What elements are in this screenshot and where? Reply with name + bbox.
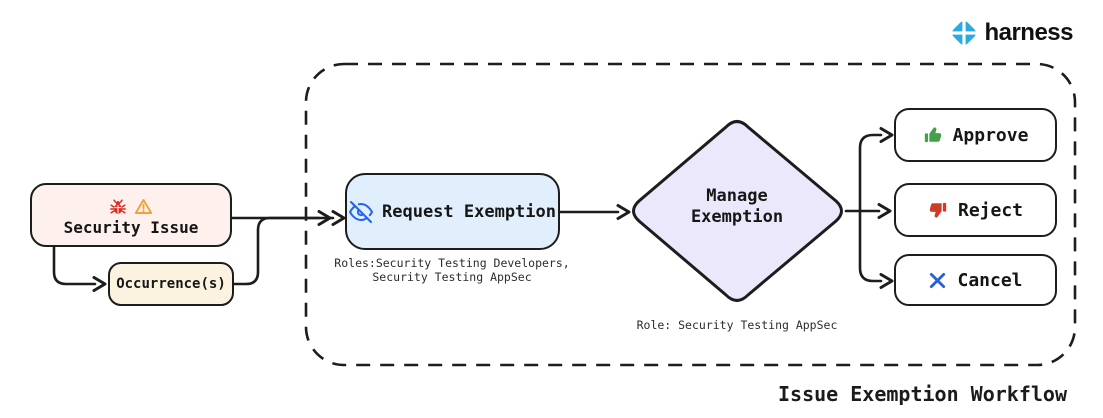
manage-role-caption: Role: Security Testing AppSec [636,318,838,332]
request-roles-caption: Roles:Security Testing Developers, Secur… [322,256,582,284]
node-reject: Reject [894,183,1057,237]
warning-icon [134,199,153,214]
brand-logo: harness [947,16,1073,50]
node-approve: Approve [894,108,1057,162]
edge-manage-to-cancel [858,209,894,289]
eye-off-icon [349,200,373,223]
workflow-boundary [304,62,1077,367]
security-issue-icons [109,198,153,216]
edge-manage-to-approve [844,127,894,213]
request-roles-line2: Security Testing AppSec [372,270,532,284]
node-occurrences: Occurrence(s) [108,262,234,306]
bug-icon [110,198,126,214]
node-cancel: Cancel [894,254,1057,306]
request-roles-line1: Roles:Security Testing Developers, [334,256,570,270]
manage-exemption-label: Manage Exemption [690,186,784,227]
cancel-label: Cancel [957,269,1023,291]
workflow-title: Issue Exemption Workflow [778,382,1067,406]
occurrences-label: Occurrence(s) [116,276,226,292]
reject-label: Reject [957,199,1024,221]
edge-security-to-occurrences [52,245,107,292]
approve-label: Approve [952,124,1029,146]
edge-request-to-manage [558,204,631,220]
node-security-issue: Security Issue [30,183,232,247]
manage-exemption-diamond [632,120,843,302]
x-icon [930,272,946,288]
security-issue-label: Security Issue [63,217,199,237]
edge-occurrences-to-request [232,210,346,286]
thumbs-down-icon [929,202,947,218]
request-exemption-label: Request Exemption [382,201,556,222]
edge-manage-to-reject [858,203,892,219]
brand-wordmark: harness [984,19,1073,46]
node-request-exemption: Request Exemption [345,173,560,250]
harness-logo-icon [950,19,979,47]
thumbs-up-icon [924,127,941,143]
